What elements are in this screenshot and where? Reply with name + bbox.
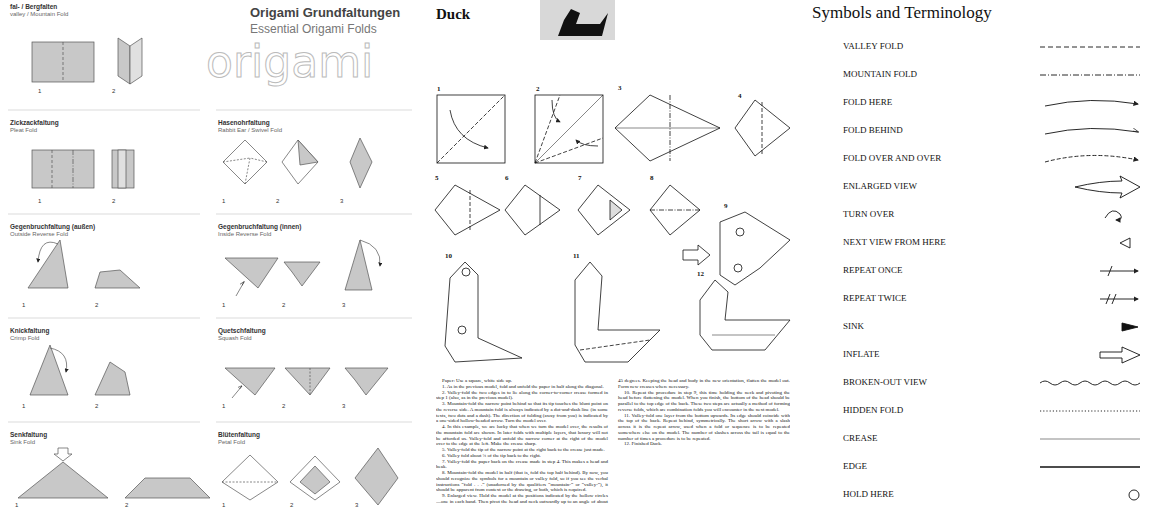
legend-text: VALLEY FOLD xyxy=(843,41,903,51)
step-number: 2 xyxy=(95,302,98,309)
instruction-text: 5. Valley-fold the tip of the narrow poi… xyxy=(436,447,608,453)
instruction-text: 12. Finished Duck. xyxy=(618,441,790,447)
step-number: 2 xyxy=(112,198,115,205)
sheet-title: Origami Grundfaltungen xyxy=(250,6,400,21)
step-number: 11 xyxy=(573,252,580,260)
fold-name-de: Knickfaltung xyxy=(10,327,49,334)
step-number: 1 xyxy=(222,302,225,309)
step-number: 6 xyxy=(505,174,509,182)
step-number: 8 xyxy=(650,174,654,182)
fold-name-de: Senkfaltung xyxy=(10,431,47,438)
legend-text: REPEAT ONCE xyxy=(843,265,903,275)
fold-name-en: Squash Fold xyxy=(218,335,252,342)
watermark: origami xyxy=(206,40,373,84)
step-number: 2 xyxy=(290,502,293,509)
fold-name-de: Hasenohrfaltung xyxy=(218,119,270,126)
fold-name-en: valley / Mountain Fold xyxy=(10,11,68,18)
fold-name-de: Gegenbruchfaltung (außen) xyxy=(10,223,95,230)
fold-name-de: Quetschfaltung xyxy=(218,327,266,334)
step-number: 1 xyxy=(38,88,41,95)
step-number: 2 xyxy=(282,302,285,309)
instruction-text: 6. Valley fold about ¾ of the tip back t… xyxy=(436,453,608,459)
legend-text: BROKEN-OUT VIEW xyxy=(843,377,927,387)
legend-text: SINK xyxy=(843,321,864,331)
instruction-text: 1. As in the previous model, fold and un… xyxy=(436,384,608,390)
step-number: 2 xyxy=(282,403,285,410)
instruction-text: 2. Valley-fold the two edges in to lie a… xyxy=(436,390,608,402)
legend-text: FOLD OVER AND OVER xyxy=(843,153,941,163)
sheet-subtitle: Essential Origami Folds xyxy=(250,23,377,37)
step-number: 1 xyxy=(222,198,225,205)
legend-text: TURN OVER xyxy=(843,209,894,219)
step-number: 2 xyxy=(95,403,98,410)
step-number: 3 xyxy=(340,198,343,205)
fold-name-en: Inside Reverse Fold xyxy=(218,231,271,238)
step-number: 2 xyxy=(536,85,540,93)
step-number: 1 xyxy=(437,85,441,93)
step-number: 9 xyxy=(724,202,728,210)
fold-name-de: fal- / Bergfalten xyxy=(10,3,57,10)
step-number: 3 xyxy=(355,502,358,509)
fold-name-en: Petal Fold xyxy=(218,439,245,446)
instruction-columns: Paper: Use a square, white side up.1. As… xyxy=(436,378,790,510)
step-number: 2 xyxy=(112,88,115,95)
step-number: 4 xyxy=(738,92,742,100)
legend-text: NEXT VIEW FROM HERE xyxy=(843,237,946,247)
fold-name-en: Outside Reverse Fold xyxy=(10,231,68,238)
legend-text: HIDDEN FOLD xyxy=(843,405,903,415)
fold-name-en: Rabbit Ear / Swivel Fold xyxy=(218,127,282,134)
step-number: 3 xyxy=(342,403,345,410)
step-number: 7 xyxy=(578,174,582,182)
step-number: 2 xyxy=(125,502,128,509)
instruction-text: 3. Mountain-fold the narrow point behind… xyxy=(436,401,608,424)
legend-text: HOLD HERE xyxy=(843,489,894,499)
instruction-text: 11. Valley-fold one layer from the botto… xyxy=(618,413,790,442)
step-number: 3 xyxy=(618,84,622,92)
fold-name-de: Blütenfaltung xyxy=(218,431,260,438)
step-number: 2 xyxy=(276,198,279,205)
fold-name-en: Crimp Fold xyxy=(10,335,39,342)
instruction-text: 4. In this example, we are lucky that wh… xyxy=(436,424,608,447)
step-number: 1 xyxy=(22,403,25,410)
legend-text: FOLD BEHIND xyxy=(843,125,903,135)
legend-text: MOUNTAIN FOLD xyxy=(843,69,917,79)
fold-name-de: Gegenbruchfaltung (innen) xyxy=(218,223,301,230)
step-number: 5 xyxy=(435,174,439,182)
legend-text: EDGE xyxy=(843,461,867,471)
legend-text: FOLD HERE xyxy=(843,97,892,107)
step-number: 10 xyxy=(445,252,452,260)
step-number: 1 xyxy=(222,403,225,410)
legend-text: INFLATE xyxy=(843,349,880,359)
model-title: Duck xyxy=(436,6,470,23)
instruction-text: Paper: Use a square, white side up. xyxy=(436,378,608,384)
legend-text: CREASE xyxy=(843,433,878,443)
fold-name-en: Pleat Fold xyxy=(10,127,37,134)
step-number: 1 xyxy=(222,502,225,509)
instruction-text: 8. Mountain-fold the model in half (that… xyxy=(436,470,608,493)
fold-name-de: Zickzackfaltung xyxy=(10,119,59,126)
step-number: 1 xyxy=(38,198,41,205)
fold-name-en: Sink Fold xyxy=(10,439,35,446)
instruction-text: 7. Valley-fold the paper back on the cre… xyxy=(436,459,608,471)
step-number: 12 xyxy=(697,270,704,278)
legend-text: ENLARGED VIEW xyxy=(843,181,917,191)
step-number: 1 xyxy=(15,502,18,509)
instruction-text: 10. Repeat the procedure in step 9, this… xyxy=(618,390,790,413)
step-number: 3 xyxy=(342,302,345,309)
step-number: 1 xyxy=(22,302,25,309)
legend-text: REPEAT TWICE xyxy=(843,293,906,303)
section-title: Symbols and Terminology xyxy=(812,3,992,23)
